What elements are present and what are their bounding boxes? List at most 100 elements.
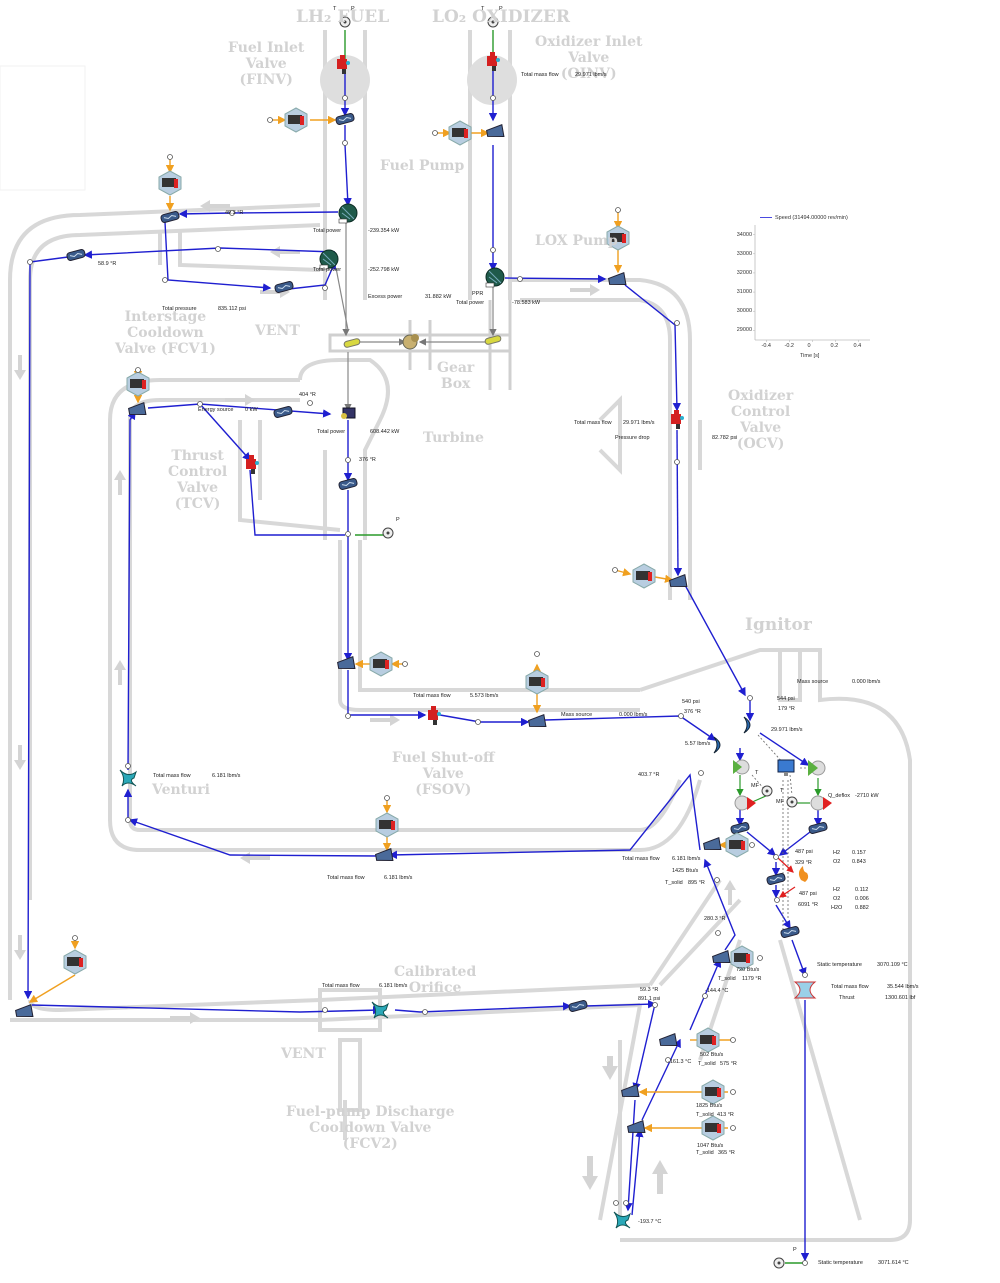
pipe-nozzle-icon[interactable] xyxy=(375,848,394,864)
pipe-nozzle-icon[interactable] xyxy=(528,714,547,730)
junction-node[interactable] xyxy=(215,246,221,252)
venturi-icon[interactable] xyxy=(119,769,137,787)
heat-node[interactable] xyxy=(267,117,273,123)
ignitor-heat-icon[interactable] xyxy=(734,795,750,811)
junction-node[interactable] xyxy=(698,770,704,776)
junction-node[interactable] xyxy=(125,817,131,823)
heat-node[interactable] xyxy=(432,130,438,136)
junction-node[interactable] xyxy=(678,713,684,719)
ox-tank-sensor-icon[interactable] xyxy=(487,16,499,28)
junction-node[interactable] xyxy=(345,457,351,463)
pipe-nozzle-icon[interactable] xyxy=(712,950,731,966)
heat-source-icon[interactable] xyxy=(375,812,399,838)
pipe-icon[interactable] xyxy=(568,999,588,1013)
junction-node[interactable] xyxy=(475,719,481,725)
oxidizer-control-valve-icon[interactable] xyxy=(671,410,684,429)
pipe-icon[interactable] xyxy=(808,821,828,835)
heat-source-icon[interactable] xyxy=(448,120,472,146)
heat-node[interactable] xyxy=(615,207,621,213)
junction-node[interactable] xyxy=(342,95,348,101)
heat-source-icon[interactable] xyxy=(284,107,308,133)
pipe-nozzle-icon[interactable] xyxy=(15,1004,34,1020)
thrust-control-valve-icon[interactable] xyxy=(246,455,259,474)
heat-source-icon[interactable] xyxy=(632,563,656,589)
heat-source-icon[interactable] xyxy=(126,371,150,397)
junction-node[interactable] xyxy=(623,1200,629,1206)
heat-source-icon[interactable] xyxy=(701,1115,725,1141)
controller-monitor-icon[interactable] xyxy=(777,759,795,776)
ignitor-sensor-icon[interactable] xyxy=(761,785,773,797)
pipe-icon[interactable] xyxy=(160,210,180,224)
pipe-nozzle-icon[interactable] xyxy=(608,272,627,288)
heat-source-icon[interactable] xyxy=(369,651,393,677)
heat-node[interactable] xyxy=(167,154,173,160)
fuel-pump-stage-1-icon[interactable] xyxy=(338,203,358,224)
heat-source-icon[interactable] xyxy=(730,945,754,971)
junction-node[interactable] xyxy=(674,320,680,326)
pipe-icon[interactable] xyxy=(338,477,358,491)
junction-node[interactable] xyxy=(197,401,203,407)
fuel-shutoff-valve-icon[interactable] xyxy=(428,706,441,725)
fuel-pump-stage-2-icon[interactable] xyxy=(319,249,339,270)
fuel-inlet-valve-icon[interactable] xyxy=(337,55,350,74)
heat-node[interactable] xyxy=(534,651,540,657)
heat-node[interactable] xyxy=(730,1089,736,1095)
pipe-icon[interactable] xyxy=(274,280,294,294)
junction-node[interactable] xyxy=(747,695,753,701)
pipe-nozzle-icon[interactable] xyxy=(669,574,688,590)
pipe-nozzle-icon[interactable] xyxy=(128,402,147,418)
pipe-nozzle-icon[interactable] xyxy=(337,656,356,672)
junction-node[interactable] xyxy=(802,1260,808,1266)
junction-node[interactable] xyxy=(714,877,720,883)
pipe-icon[interactable] xyxy=(66,248,86,262)
calibrated-orifice-icon[interactable] xyxy=(371,1001,389,1019)
pipe-icon[interactable] xyxy=(273,405,293,419)
heat-source-icon[interactable] xyxy=(525,669,549,695)
junction-node[interactable] xyxy=(342,140,348,146)
gear-box-icon[interactable] xyxy=(402,334,419,350)
junction-node[interactable] xyxy=(322,1007,328,1013)
pipe-nozzle-icon[interactable] xyxy=(703,837,722,853)
chamber-sensor-icon[interactable] xyxy=(786,796,798,808)
ox-injector-icon[interactable] xyxy=(743,716,751,734)
junction-node[interactable] xyxy=(715,930,721,936)
junction-node[interactable] xyxy=(674,459,680,465)
turbine-icon[interactable] xyxy=(341,407,356,419)
junction-node[interactable] xyxy=(652,1002,658,1008)
chamber-heat-icon[interactable] xyxy=(810,795,826,811)
pipe-icon[interactable] xyxy=(780,925,800,939)
heat-node[interactable] xyxy=(749,842,755,848)
junction-node[interactable] xyxy=(345,713,351,719)
heat-node[interactable] xyxy=(135,367,141,373)
heat-source-icon[interactable] xyxy=(158,170,182,196)
junction-node[interactable] xyxy=(422,1009,428,1015)
junction-node[interactable] xyxy=(307,400,313,406)
junction-node[interactable] xyxy=(665,1057,671,1063)
heat-node[interactable] xyxy=(730,1125,736,1131)
pipe-nozzle-icon[interactable] xyxy=(627,1120,646,1136)
junction-node[interactable] xyxy=(773,854,779,860)
junction-node[interactable] xyxy=(490,247,496,253)
junction-node[interactable] xyxy=(162,277,168,283)
junction-node[interactable] xyxy=(229,210,235,216)
exit-nozzle-icon[interactable] xyxy=(793,981,817,999)
pipe-nozzle-icon[interactable] xyxy=(659,1033,678,1049)
pipe-icon[interactable] xyxy=(335,112,355,126)
heat-node[interactable] xyxy=(612,567,618,573)
heat-source-icon[interactable] xyxy=(606,225,630,251)
heat-node[interactable] xyxy=(402,661,408,667)
bottom-turbine-icon[interactable] xyxy=(613,1211,631,1229)
heat-source-icon[interactable] xyxy=(725,832,749,858)
junction-node[interactable] xyxy=(490,95,496,101)
heat-node[interactable] xyxy=(730,1037,736,1043)
exit-sensor-icon[interactable] xyxy=(773,1257,785,1269)
fuel-injector-icon[interactable] xyxy=(713,736,721,754)
lox-pump-icon[interactable] xyxy=(485,267,505,288)
junction-node[interactable] xyxy=(774,897,780,903)
junction-node[interactable] xyxy=(322,285,328,291)
junction-node[interactable] xyxy=(802,972,808,978)
pipe-nozzle-icon[interactable] xyxy=(621,1084,640,1100)
junction-node[interactable] xyxy=(517,276,523,282)
oxidizer-inlet-valve-icon[interactable] xyxy=(487,52,500,71)
heat-source-icon[interactable] xyxy=(696,1027,720,1053)
